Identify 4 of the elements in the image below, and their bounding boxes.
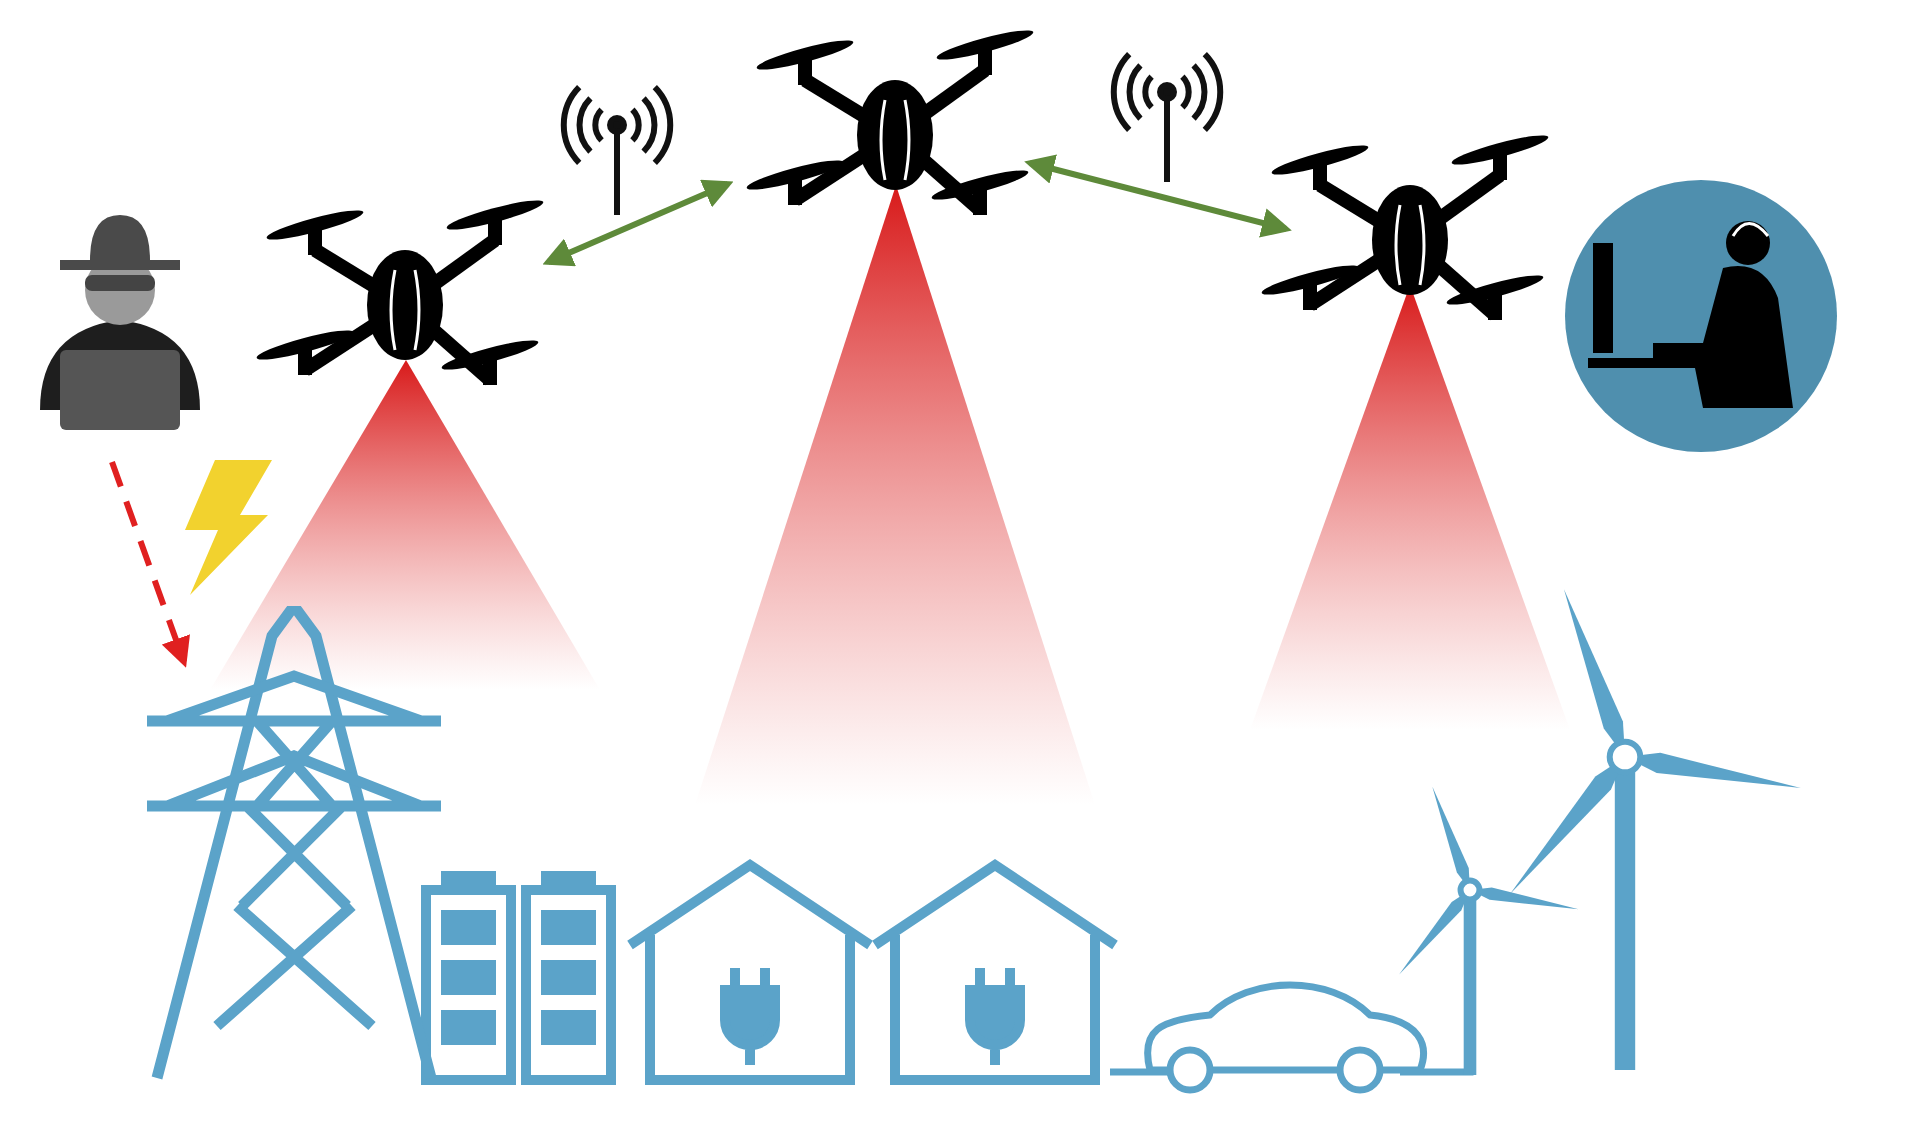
arrow [542, 179, 734, 267]
arrow [109, 461, 190, 668]
operator-icon [1563, 178, 1839, 454]
arrow [1024, 154, 1292, 238]
